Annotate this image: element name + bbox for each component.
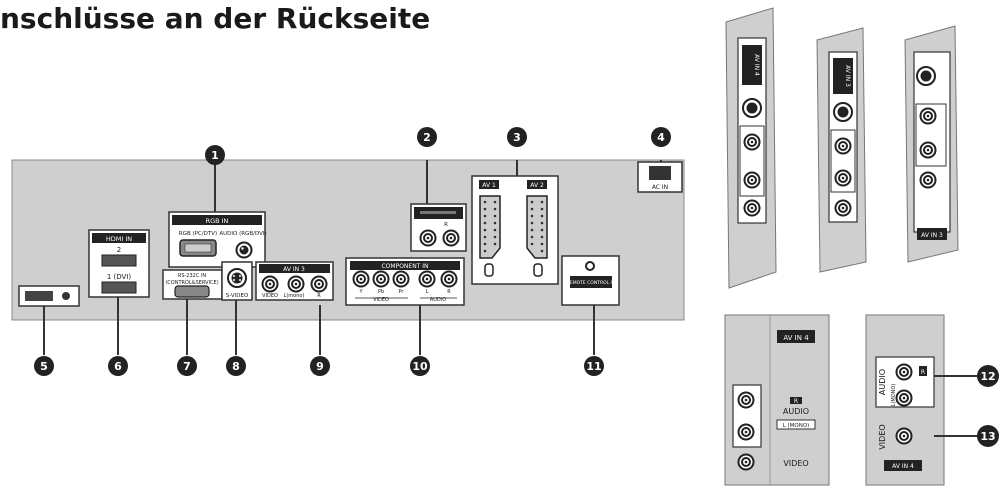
hdmi-header-label: HDMI IN — [106, 235, 132, 243]
service-port — [18, 285, 80, 307]
side-callouts: 12 13 — [977, 365, 999, 447]
av2-label: AV 2 — [530, 182, 544, 189]
svg-text:1: 1 — [211, 149, 219, 162]
callout-5: 5 — [34, 356, 54, 376]
callout-6: 6 — [108, 356, 128, 376]
comp-l-label: L — [426, 289, 429, 295]
av-in3-rear-block: AV IN 3 VIDEO L(mono) R — [255, 261, 334, 301]
comp-pr-label: Pr — [399, 289, 405, 295]
hdmi-input-block: HDMI IN 2 1 (DVI) — [88, 229, 150, 298]
svg-text:3: 3 — [513, 131, 521, 144]
svg-text:10: 10 — [412, 360, 428, 373]
side-panel-2: AV IN 3 — [816, 27, 867, 273]
box2-video-label: VIDEO — [878, 424, 887, 449]
box1-lmono-label: L (MONO) — [783, 423, 810, 429]
callout-13: 13 — [977, 425, 999, 447]
callout-9: 9 — [310, 356, 330, 376]
rear-panel: HDMI IN 2 1 (DVI) RGB IN RGB (PC/DTV) AU… — [11, 159, 685, 355]
callout-8: 8 — [226, 356, 246, 376]
rs232-sub-label: (CONTROL&SERVICE) — [165, 280, 218, 286]
rs232-header-label: RS-232C IN — [178, 273, 207, 279]
callout-10: 10 — [410, 356, 430, 376]
panel2-label: AV IN 3 — [844, 65, 851, 87]
box1-label: AV IN 4 — [783, 334, 809, 342]
callout-1: 1 — [205, 145, 225, 165]
audio-out-r-label: R — [444, 222, 448, 228]
side-box-2: AUDIO L(MONO) R VIDEO AV IN 4 — [865, 314, 980, 486]
rear-callouts: 1 2 3 4 5 6 7 8 9 10 11 — [34, 127, 671, 376]
svideo-label: S-VIDEO — [226, 293, 249, 299]
comp-r-label: R — [447, 289, 451, 295]
box1-r-label: R — [794, 398, 798, 405]
ac-in-block: AC IN — [637, 161, 683, 193]
av-r-label: R — [317, 293, 321, 299]
svideo-block: S-VIDEO — [221, 261, 253, 301]
callout-4: 4 — [651, 127, 671, 147]
svg-text:5: 5 — [40, 360, 48, 373]
rgb-input-block: RGB IN RGB (PC/DTV) AUDIO (RGB/DVI) — [168, 211, 267, 268]
rs232-port — [174, 285, 210, 298]
rgb-audio-label: AUDIO (RGB/DVI) — [219, 231, 266, 237]
panel3-label: AV IN 3 — [921, 232, 943, 239]
rgb-header-label: RGB IN — [206, 217, 229, 225]
box1-audio-label: AUDIO — [783, 407, 809, 416]
av-video-label: VIDEO — [262, 293, 278, 299]
callout-3: 3 — [507, 127, 527, 147]
remote-control-block: REMOTE CONTROL IN — [561, 255, 620, 306]
scart-block: AV 1 AV 2 — [471, 175, 559, 285]
comp-y-label: Y — [358, 289, 363, 295]
av2-scart-port — [526, 195, 548, 259]
box2-r-label: R — [921, 369, 925, 376]
hdmi-1-port — [101, 281, 137, 294]
svg-text:11: 11 — [586, 360, 601, 373]
comp-video-label: VIDEO — [373, 297, 389, 303]
ac-in-label: AC IN — [652, 184, 668, 191]
panel1-label: AV IN 4 — [753, 54, 760, 76]
component-input-block: COMPONENT IN Y Pb Pr L R VIDEO AUDIO — [345, 257, 465, 306]
rgb-pc-label: RGB (PC/DTV) — [179, 231, 217, 237]
av-header-label: AV IN 3 — [283, 266, 305, 273]
remote-control-label: REMOTE CONTROL IN — [567, 280, 616, 286]
svg-text:7: 7 — [183, 360, 191, 373]
svg-text:13: 13 — [980, 430, 995, 443]
callout-2: 2 — [417, 127, 437, 147]
box2-audio-label: AUDIO — [878, 369, 887, 395]
rs232-block: RS-232C IN (CONTROL&SERVICE) — [162, 269, 223, 300]
audio-out-block: R — [410, 203, 467, 252]
box2-lmono-label: L(MONO) — [891, 384, 897, 407]
box2-label: AV IN 4 — [892, 463, 914, 470]
callout-11: 11 — [584, 356, 604, 376]
av1-label: AV 1 — [482, 182, 496, 189]
svg-text:2: 2 — [423, 131, 431, 144]
callout-7: 7 — [177, 356, 197, 376]
side-panel-3: AV IN 3 — [904, 25, 959, 263]
box1-video-label: VIDEO — [783, 459, 808, 468]
av-lmono-label: L(mono) — [284, 293, 305, 299]
comp-pb-label: Pb — [378, 289, 384, 295]
svg-text:8: 8 — [232, 360, 240, 373]
page-title: nschlüsse an der Rückseite — [0, 2, 431, 35]
hdmi-1-label: 1 (DVI) — [107, 273, 132, 281]
svg-text:9: 9 — [316, 360, 324, 373]
av1-scart-port — [479, 195, 501, 259]
side-panel-1: AV IN 4 — [725, 7, 777, 289]
side-box-1: AV IN 4 R AUDIO L (MONO) VIDEO — [724, 314, 830, 486]
hdmi-2-port — [101, 254, 137, 267]
callout-12: 12 — [977, 365, 999, 387]
component-header-label: COMPONENT IN — [381, 263, 428, 270]
svg-text:4: 4 — [657, 131, 665, 144]
comp-audio-label: AUDIO — [430, 297, 446, 303]
hdmi-2-label: 2 — [117, 246, 121, 254]
svg-text:12: 12 — [980, 370, 995, 383]
svg-text:6: 6 — [114, 360, 122, 373]
